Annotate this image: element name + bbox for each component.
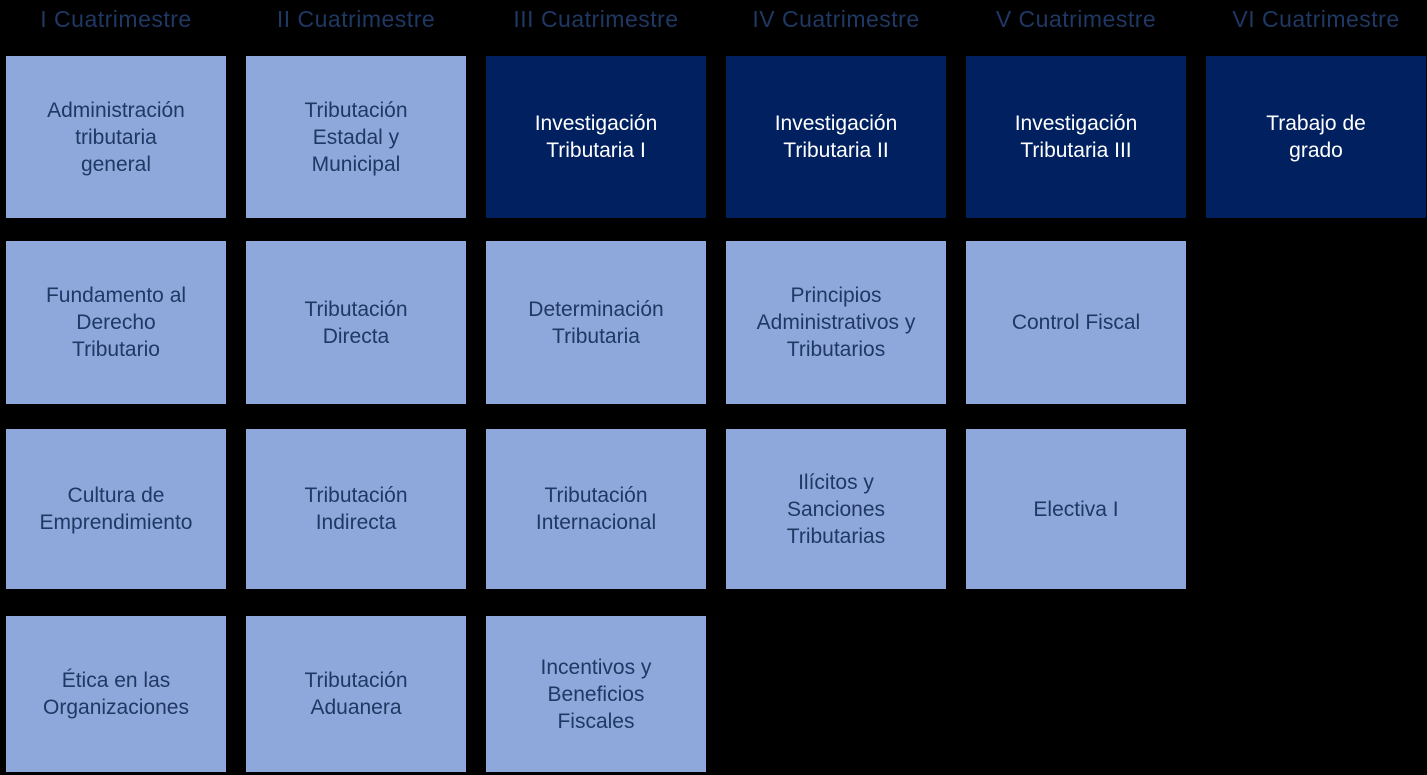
course-box-principios-administrativos-y-tributarios: Principios Administrativos y Tributarios: [726, 241, 946, 404]
course-box-investigacion-tributaria-3: Investigación Tributaria III: [966, 56, 1186, 218]
course-box-tributacion-directa: Tributación Directa: [246, 241, 466, 404]
course-box-tributacion-indirecta: Tributación Indirecta: [246, 429, 466, 589]
course-box-ilicitos-y-sanciones-tributarias: Ilícitos y Sanciones Tributarias: [726, 429, 946, 589]
course-box-determinacion-tributaria: Determinación Tributaria: [486, 241, 706, 404]
course-box-incentivos-y-beneficios-fiscales: Incentivos y Beneficios Fiscales: [486, 616, 706, 772]
column-header-cuatrimestre-5: V Cuatrimestre: [995, 6, 1157, 32]
column-header-cuatrimestre-4: IV Cuatrimestre: [752, 6, 920, 32]
course-box-cultura-de-emprendimiento: Cultura de Emprendimiento: [6, 429, 226, 589]
column-header-cuatrimestre-3: III Cuatrimestre: [513, 6, 679, 32]
column-header-cuatrimestre-1: I Cuatrimestre: [40, 6, 192, 32]
course-box-tributacion-estadal-y-municipal: Tributación Estadal y Municipal: [246, 56, 466, 218]
course-box-etica-en-las-organizaciones: Ética en las Organizaciones: [6, 616, 226, 772]
course-box-tributacion-aduanera: Tributación Aduanera: [246, 616, 466, 772]
course-box-trabajo-de-grado: Trabajo de grado: [1206, 56, 1426, 218]
course-box-investigacion-tributaria-2: Investigación Tributaria II: [726, 56, 946, 218]
course-box-investigacion-tributaria-1: Investigación Tributaria I: [486, 56, 706, 218]
course-box-electiva-1: Electiva I: [966, 429, 1186, 589]
course-box-fundamento-al-derecho-tributario: Fundamento al Derecho Tributario: [6, 241, 226, 404]
course-box-tributacion-internacional: Tributación Internacional: [486, 429, 706, 589]
column-header-cuatrimestre-2: II Cuatrimestre: [276, 6, 436, 32]
column-header-cuatrimestre-6: VI Cuatrimestre: [1232, 6, 1400, 32]
course-box-administracion-tributaria-general: Administración tributaria general: [6, 56, 226, 218]
course-box-control-fiscal: Control Fiscal: [966, 241, 1186, 404]
